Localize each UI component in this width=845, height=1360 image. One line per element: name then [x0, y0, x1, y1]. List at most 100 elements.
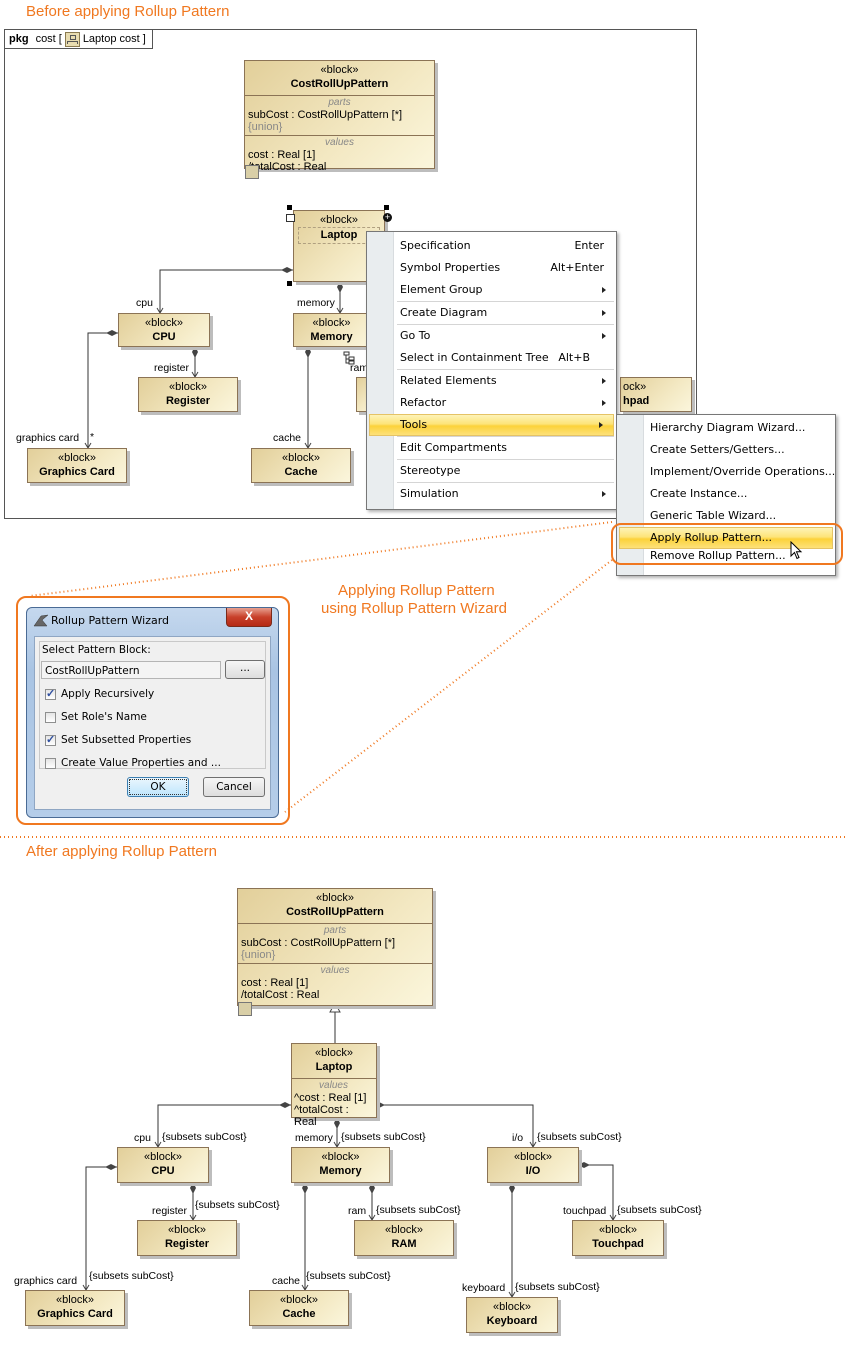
- menu-item-element-group[interactable]: Element Group: [367, 279, 616, 301]
- block-memory[interactable]: «block» Memory: [293, 313, 370, 347]
- checkbox-unchecked[interactable]: [45, 758, 56, 769]
- block-cpu-after[interactable]: «block» CPU: [117, 1147, 209, 1183]
- block-touchpad-partial[interactable]: ock» hpad: [620, 377, 692, 412]
- block-name: CPU: [151, 1165, 175, 1177]
- menu-item-shortcut: Enter: [574, 239, 604, 252]
- frame-header: pkg cost[ Laptop cost]: [3, 866, 151, 885]
- menu-item-refactor[interactable]: Refactor: [367, 392, 616, 414]
- rollup-pattern-wizard-dialog: Rollup Pattern Wizard X Select Pattern B…: [26, 607, 279, 818]
- block-graphics-card-after[interactable]: «block» Graphics Card: [25, 1290, 125, 1326]
- block-name: Keyboard: [486, 1315, 538, 1327]
- block-graphics-card[interactable]: «block» Graphics Card: [27, 448, 127, 483]
- close-button[interactable]: X: [226, 608, 272, 627]
- role-label-graphics: graphics card: [16, 432, 80, 444]
- block-name: Cache: [282, 1308, 316, 1320]
- block-register-after[interactable]: «block» Register: [137, 1220, 237, 1256]
- part-type: : CostRollUpPattern [*]: [288, 109, 403, 121]
- menu-item-label: Simulation: [400, 487, 459, 500]
- checkbox-unchecked[interactable]: [45, 712, 56, 723]
- block-costrolluppattern-after[interactable]: «block» CostRollUpPattern parts subCost …: [237, 888, 433, 1006]
- menu-item-edit-compartments[interactable]: Edit Compartments: [367, 437, 616, 459]
- checkbox-checked[interactable]: [45, 687, 56, 700]
- submenu-item-remove-rollup-pattern[interactable]: Remove Rollup Pattern...: [617, 549, 835, 565]
- block-cpu[interactable]: «block» CPU: [118, 313, 210, 347]
- menu-separator: [397, 324, 614, 325]
- block-name: Memory: [319, 1165, 362, 1177]
- pattern-block-field[interactable]: CostRollUpPattern: [41, 661, 221, 679]
- block-stereotype: «block»: [282, 452, 320, 464]
- part-constraint: {union}: [248, 121, 283, 133]
- menu-separator: [397, 436, 614, 437]
- value-property: /totalCost : Real: [248, 161, 327, 173]
- role-label-cpu: cpu: [136, 297, 153, 309]
- add-icon[interactable]: +: [383, 212, 392, 222]
- role-label-io: i/o: [512, 1132, 524, 1144]
- block-cache-after[interactable]: «block» Cache: [249, 1290, 349, 1326]
- menu-item-create-diagram[interactable]: Create Diagram: [367, 302, 616, 324]
- menu-item-simulation[interactable]: Simulation: [367, 483, 616, 505]
- block-stereotype: «block»: [316, 892, 354, 904]
- block-stereotype: «block»: [320, 214, 358, 226]
- block-stereotype: «block»: [312, 317, 351, 329]
- role-label-cpu: cpu: [134, 1132, 151, 1144]
- option-set-subsetted-properties[interactable]: Set Subsetted Properties: [40, 732, 265, 750]
- submenu-item-implement-override-operations[interactable]: Implement/Override Operations...: [617, 461, 835, 483]
- role-label-register: register: [154, 362, 190, 374]
- block-name: Graphics Card: [37, 1308, 113, 1320]
- block-memory-after[interactable]: «block» Memory: [291, 1147, 390, 1183]
- menu-item-stereotype[interactable]: Stereotype: [367, 460, 616, 482]
- submenu-arrow-icon: [602, 378, 606, 384]
- diagram-icon: [64, 31, 80, 47]
- compartment-title: values: [320, 965, 350, 976]
- block-cache[interactable]: «block» Cache: [251, 448, 351, 483]
- more-options-icon[interactable]: [286, 214, 295, 222]
- submenu-arrow-icon: [602, 491, 606, 497]
- block-stereotype: «block»: [493, 1301, 531, 1313]
- role-label-graphics: graphics card: [14, 1275, 78, 1287]
- browse-button[interactable]: ...: [225, 660, 265, 679]
- menu-item-label: Related Elements: [400, 374, 497, 387]
- block-costrolluppattern[interactable]: «block» CostRollUpPattern parts subCost …: [244, 60, 435, 173]
- menu-item-tools[interactable]: Tools: [369, 414, 614, 436]
- ok-button[interactable]: OK: [127, 777, 189, 797]
- checkbox-checked[interactable]: [45, 733, 56, 746]
- role-label-memory: memory: [297, 297, 335, 309]
- selection-handle[interactable]: [384, 205, 389, 210]
- option-create-value-properties[interactable]: Create Value Properties and ...: [40, 755, 265, 773]
- menu-item-label: Hierarchy Diagram Wizard...: [650, 421, 806, 434]
- submenu-arrow-icon: [602, 333, 606, 339]
- selection-handle[interactable]: [287, 281, 292, 286]
- multiplicity-label: *: [90, 431, 95, 443]
- frame-header: pkg cost[ Laptop cost]: [5, 30, 153, 49]
- submenu-item-apply-rollup-pattern[interactable]: Apply Rollup Pattern...: [619, 527, 833, 549]
- submenu-item-create-setters-getters[interactable]: Create Setters/Getters...: [617, 439, 835, 461]
- block-touchpad-after[interactable]: «block» Touchpad: [572, 1220, 664, 1256]
- submenu-item-create-instance[interactable]: Create Instance...: [617, 483, 835, 505]
- dialog-title: Rollup Pattern Wizard: [51, 614, 170, 627]
- block-laptop-after[interactable]: «block» Laptop values ^cost : Real [1] ^…: [291, 1043, 377, 1128]
- block-io-after[interactable]: «block» I/O: [487, 1147, 579, 1183]
- block-ram-after[interactable]: «block» RAM: [354, 1220, 454, 1256]
- selection-handle[interactable]: [287, 205, 292, 210]
- subsets-label: {subsets subCost}: [376, 1204, 461, 1216]
- block-keyboard-after[interactable]: «block» Keyboard: [466, 1297, 558, 1333]
- menu-item-related-elements[interactable]: Related Elements: [367, 370, 616, 392]
- parts-compartment: parts subCost : CostRollUpPattern [*]{un…: [245, 95, 434, 135]
- select-pattern-label: Select Pattern Block:: [42, 644, 151, 656]
- option-set-roles-name[interactable]: Set Role's Name: [40, 709, 265, 727]
- submenu-item-generic-table-wizard[interactable]: Generic Table Wizard...: [617, 505, 835, 527]
- block-register[interactable]: «block» Register: [138, 377, 238, 412]
- submenu-item-hierarchy-diagram-wizard[interactable]: Hierarchy Diagram Wizard...: [617, 417, 835, 439]
- block-stereotype: ock»: [623, 381, 647, 393]
- cancel-button[interactable]: Cancel: [203, 777, 265, 797]
- part-name: subCost: [241, 937, 282, 949]
- menu-item-shortcut: Alt+Enter: [550, 261, 604, 274]
- subsets-label: {subsets subCost}: [306, 1270, 391, 1282]
- option-apply-recursively[interactable]: Apply Recursively: [40, 686, 265, 704]
- menu-item-go-to[interactable]: Go To: [367, 325, 616, 347]
- options-group: Select Pattern Block: CostRollUpPattern …: [39, 641, 266, 769]
